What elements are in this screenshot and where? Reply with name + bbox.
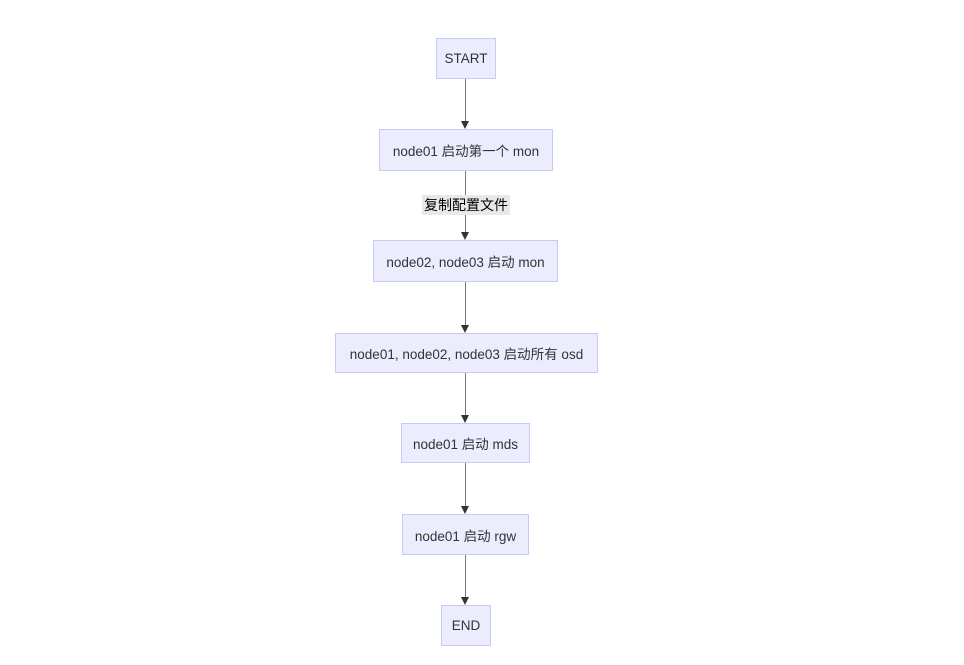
edge-label-copy-config: 复制配置文件 [422, 195, 510, 215]
flow-node-osd: node01, node02, node03 启动所有 osd [335, 333, 598, 373]
edge-line-start-mon1 [465, 79, 466, 122]
arrowhead-down-icon [461, 415, 469, 423]
edge-line-mon23-osd [465, 282, 466, 326]
flow-node-end: END [441, 605, 491, 646]
edge-line-rgw-end [465, 555, 466, 598]
arrowhead-down-icon [461, 597, 469, 605]
flow-node-mon1: node01 启动第一个 mon [379, 129, 553, 171]
arrowhead-down-icon [461, 325, 469, 333]
edge-line-osd-mds [465, 373, 466, 416]
flow-node-rgw: node01 启动 rgw [402, 514, 529, 555]
arrowhead-down-icon [461, 506, 469, 514]
edge-line-mds-rgw [465, 463, 466, 507]
flow-node-mon23: node02, node03 启动 mon [373, 240, 558, 282]
flow-node-start: START [436, 38, 496, 79]
arrowhead-down-icon [461, 121, 469, 129]
flow-node-mds: node01 启动 mds [401, 423, 530, 463]
arrowhead-down-icon [461, 232, 469, 240]
